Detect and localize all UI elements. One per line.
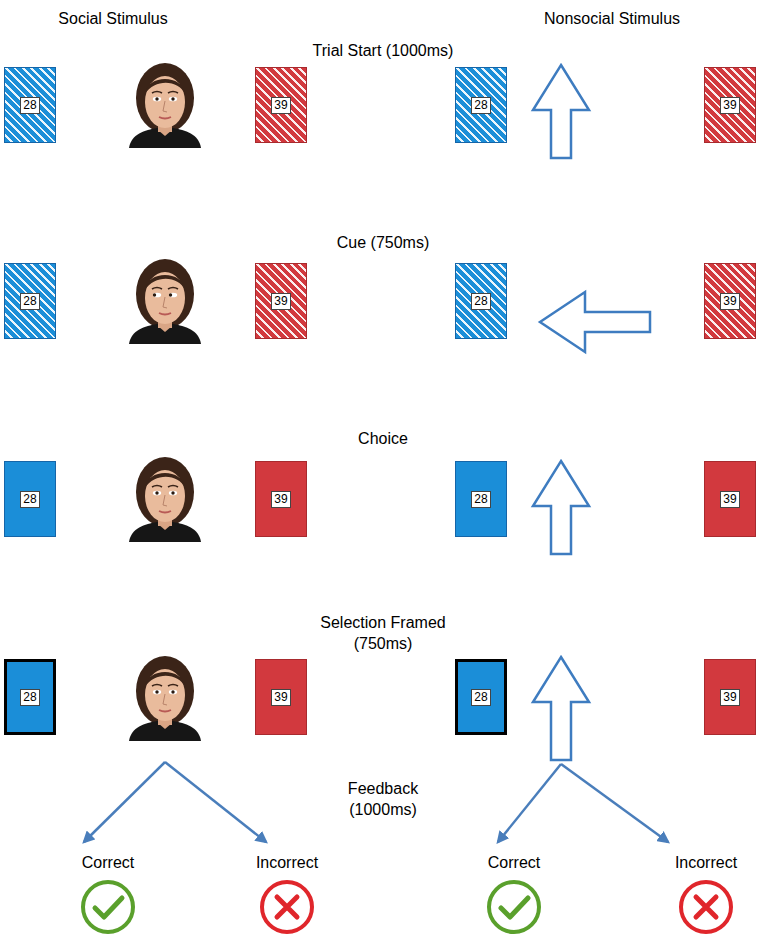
card: 28	[4, 659, 56, 735]
outcome-label: Correct	[488, 852, 540, 873]
up-arrow	[533, 65, 589, 158]
feedback-arrow	[165, 762, 266, 842]
card: 28	[4, 67, 56, 143]
cross-icon	[681, 882, 731, 932]
stage-label: Choice	[358, 428, 408, 449]
up-arrow	[533, 657, 589, 760]
card: 39	[704, 659, 756, 735]
card: 39	[255, 659, 307, 735]
face-illustration	[129, 457, 201, 542]
card-number: 28	[20, 689, 39, 706]
card-number: 28	[471, 689, 490, 706]
card: 39	[704, 263, 756, 339]
card-number: 39	[271, 97, 290, 114]
outcome-label: Incorrect	[256, 852, 318, 873]
stage-label: Trial Start (1000ms)	[313, 40, 454, 61]
face-illustration	[129, 656, 201, 741]
card: 28	[455, 461, 507, 537]
card-number: 28	[20, 97, 39, 114]
feedback-arrow	[84, 762, 165, 842]
feedback-arrow	[561, 764, 668, 842]
card: 39	[255, 263, 307, 339]
check-icon	[83, 882, 133, 932]
card: 28	[4, 461, 56, 537]
card-number: 39	[720, 491, 739, 508]
check-icon	[489, 882, 539, 932]
card-number: 28	[471, 491, 490, 508]
card-number: 39	[271, 689, 290, 706]
up-arrow	[533, 461, 589, 554]
card: 28	[455, 67, 507, 143]
cross-icon	[262, 882, 312, 932]
card-number: 28	[471, 97, 490, 114]
card-number: 39	[720, 293, 739, 310]
column-heading: Social Stimulus	[58, 8, 167, 29]
outcome-label: Correct	[82, 852, 134, 873]
card: 28	[455, 659, 507, 735]
column-heading: Nonsocial Stimulus	[544, 8, 680, 29]
card-number: 28	[20, 293, 39, 310]
card-number: 39	[720, 97, 739, 114]
card-number: 39	[271, 293, 290, 310]
card: 39	[255, 67, 307, 143]
card: 28	[455, 263, 507, 339]
card-number: 28	[471, 293, 490, 310]
stage-label: Selection Framed (750ms)	[313, 612, 453, 654]
feedback-arrow	[498, 764, 561, 842]
stage-label: Feedback (1000ms)	[333, 778, 433, 820]
card-number: 28	[20, 491, 39, 508]
stage-label: Cue (750ms)	[337, 232, 429, 253]
outcome-label: Incorrect	[675, 852, 737, 873]
card-number: 39	[720, 689, 739, 706]
card: 39	[704, 67, 756, 143]
card: 39	[255, 461, 307, 537]
card: 28	[4, 263, 56, 339]
face-illustration	[129, 259, 201, 344]
card: 39	[704, 461, 756, 537]
face-illustration	[129, 63, 201, 148]
left-arrow	[540, 292, 650, 352]
card-number: 39	[271, 491, 290, 508]
